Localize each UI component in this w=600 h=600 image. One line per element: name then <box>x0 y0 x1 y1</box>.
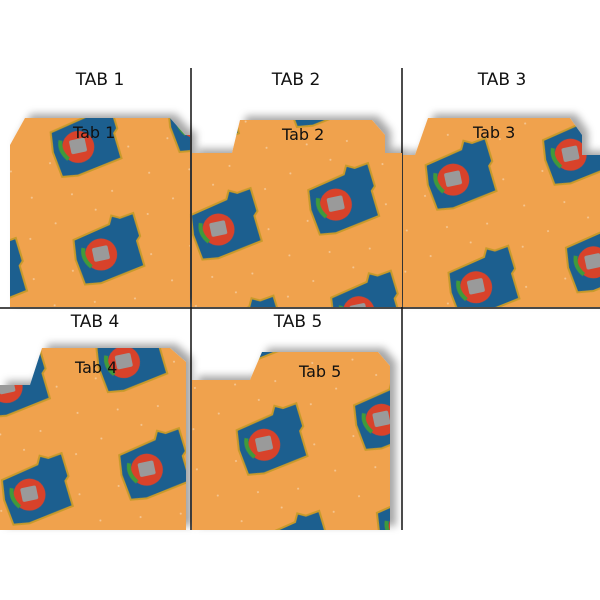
panel-caption-4: TAB 4 <box>70 312 120 332</box>
tab-divider-4 <box>0 348 186 530</box>
tab-label-4: Tab 4 <box>75 358 118 377</box>
tab-divider-3 <box>403 118 600 307</box>
tab-label-5: Tab 5 <box>299 362 342 381</box>
tab-divider-5 <box>192 352 390 530</box>
panel-caption-3: TAB 3 <box>477 70 527 90</box>
panel-caption-5: TAB 5 <box>273 312 323 332</box>
tab-label-3: Tab 3 <box>473 123 516 142</box>
panel-caption-2: TAB 2 <box>271 70 321 90</box>
tab-label-1: Tab 1 <box>73 123 116 142</box>
tab-divider-1 <box>10 118 190 307</box>
panel-caption-1: TAB 1 <box>75 70 125 90</box>
tab-divider-2 <box>192 120 402 307</box>
tab-label-2: Tab 2 <box>282 125 325 144</box>
